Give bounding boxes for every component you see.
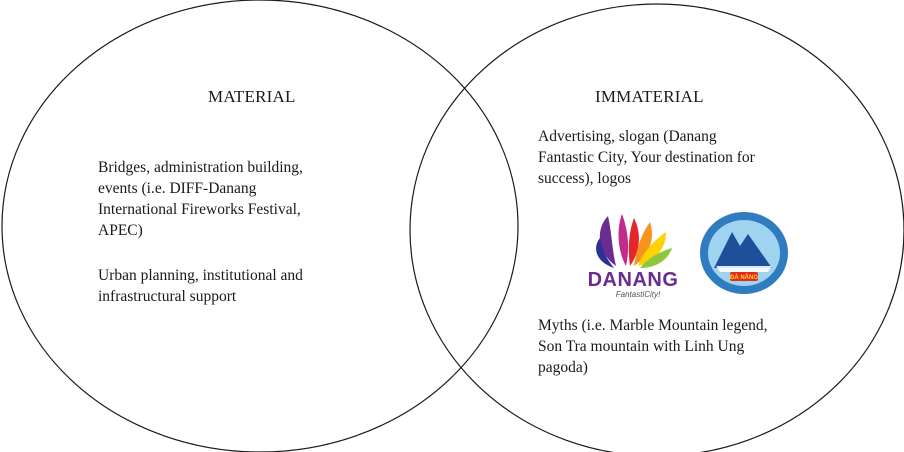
logo-tagline: FantastiCity!	[616, 290, 661, 299]
text-line: Myths (i.e. Marble Mountain legend,	[538, 317, 768, 334]
seal-caption: ĐÀ NẴNG	[730, 274, 758, 281]
text-line: APEC)	[98, 222, 143, 239]
logo-wordmark: DANANG	[588, 269, 679, 291]
text-line: Advertising, slogan (Danang	[538, 128, 717, 145]
text-line: success), logos	[538, 170, 631, 187]
text-line: International Fireworks Festival,	[98, 201, 301, 218]
immaterial-circle	[409, 3, 904, 452]
seal-wave-icon	[716, 266, 772, 272]
immaterial-title: IMMATERIAL	[595, 87, 704, 106]
logo-petal-orange	[634, 222, 653, 266]
immaterial-item-myths: Myths (i.e. Marble Mountain legend, Son …	[538, 315, 767, 378]
danang-city-seal: ĐÀ NẴNG	[700, 212, 788, 294]
material-title: MATERIAL	[208, 87, 296, 106]
text-line: Urban planning, institutional and	[98, 267, 303, 284]
seal-mountain-icon	[714, 232, 772, 268]
logo-petal-blue	[596, 238, 614, 268]
logo-petal-purple	[599, 216, 616, 266]
text-line: Son Tra mountain with Linh Ung	[538, 338, 745, 355]
seal-ribbon	[730, 272, 758, 281]
logo-petal-green	[640, 248, 672, 268]
text-line: infrastructural support	[98, 288, 237, 305]
danang-city-logo: DANANG FantastiCity!	[588, 214, 679, 299]
text-line: Bridges, administration building,	[98, 159, 303, 176]
material-item-landmarks: Bridges, administration building, events…	[98, 157, 303, 241]
text-line: pagoda)	[538, 359, 588, 376]
material-item-planning: Urban planning, institutional and infras…	[98, 265, 303, 307]
immaterial-item-advertising: Advertising, slogan (Danang Fantastic Ci…	[538, 126, 755, 189]
logo-petal-yellow	[638, 232, 666, 266]
text-line: Fantastic City, Your destination for	[538, 149, 755, 166]
text-line: events (i.e. DIFF-Danang	[98, 180, 257, 197]
logo-petal-magenta	[618, 214, 629, 266]
material-circle	[1, 0, 519, 452]
logo-petal-red	[628, 218, 639, 266]
